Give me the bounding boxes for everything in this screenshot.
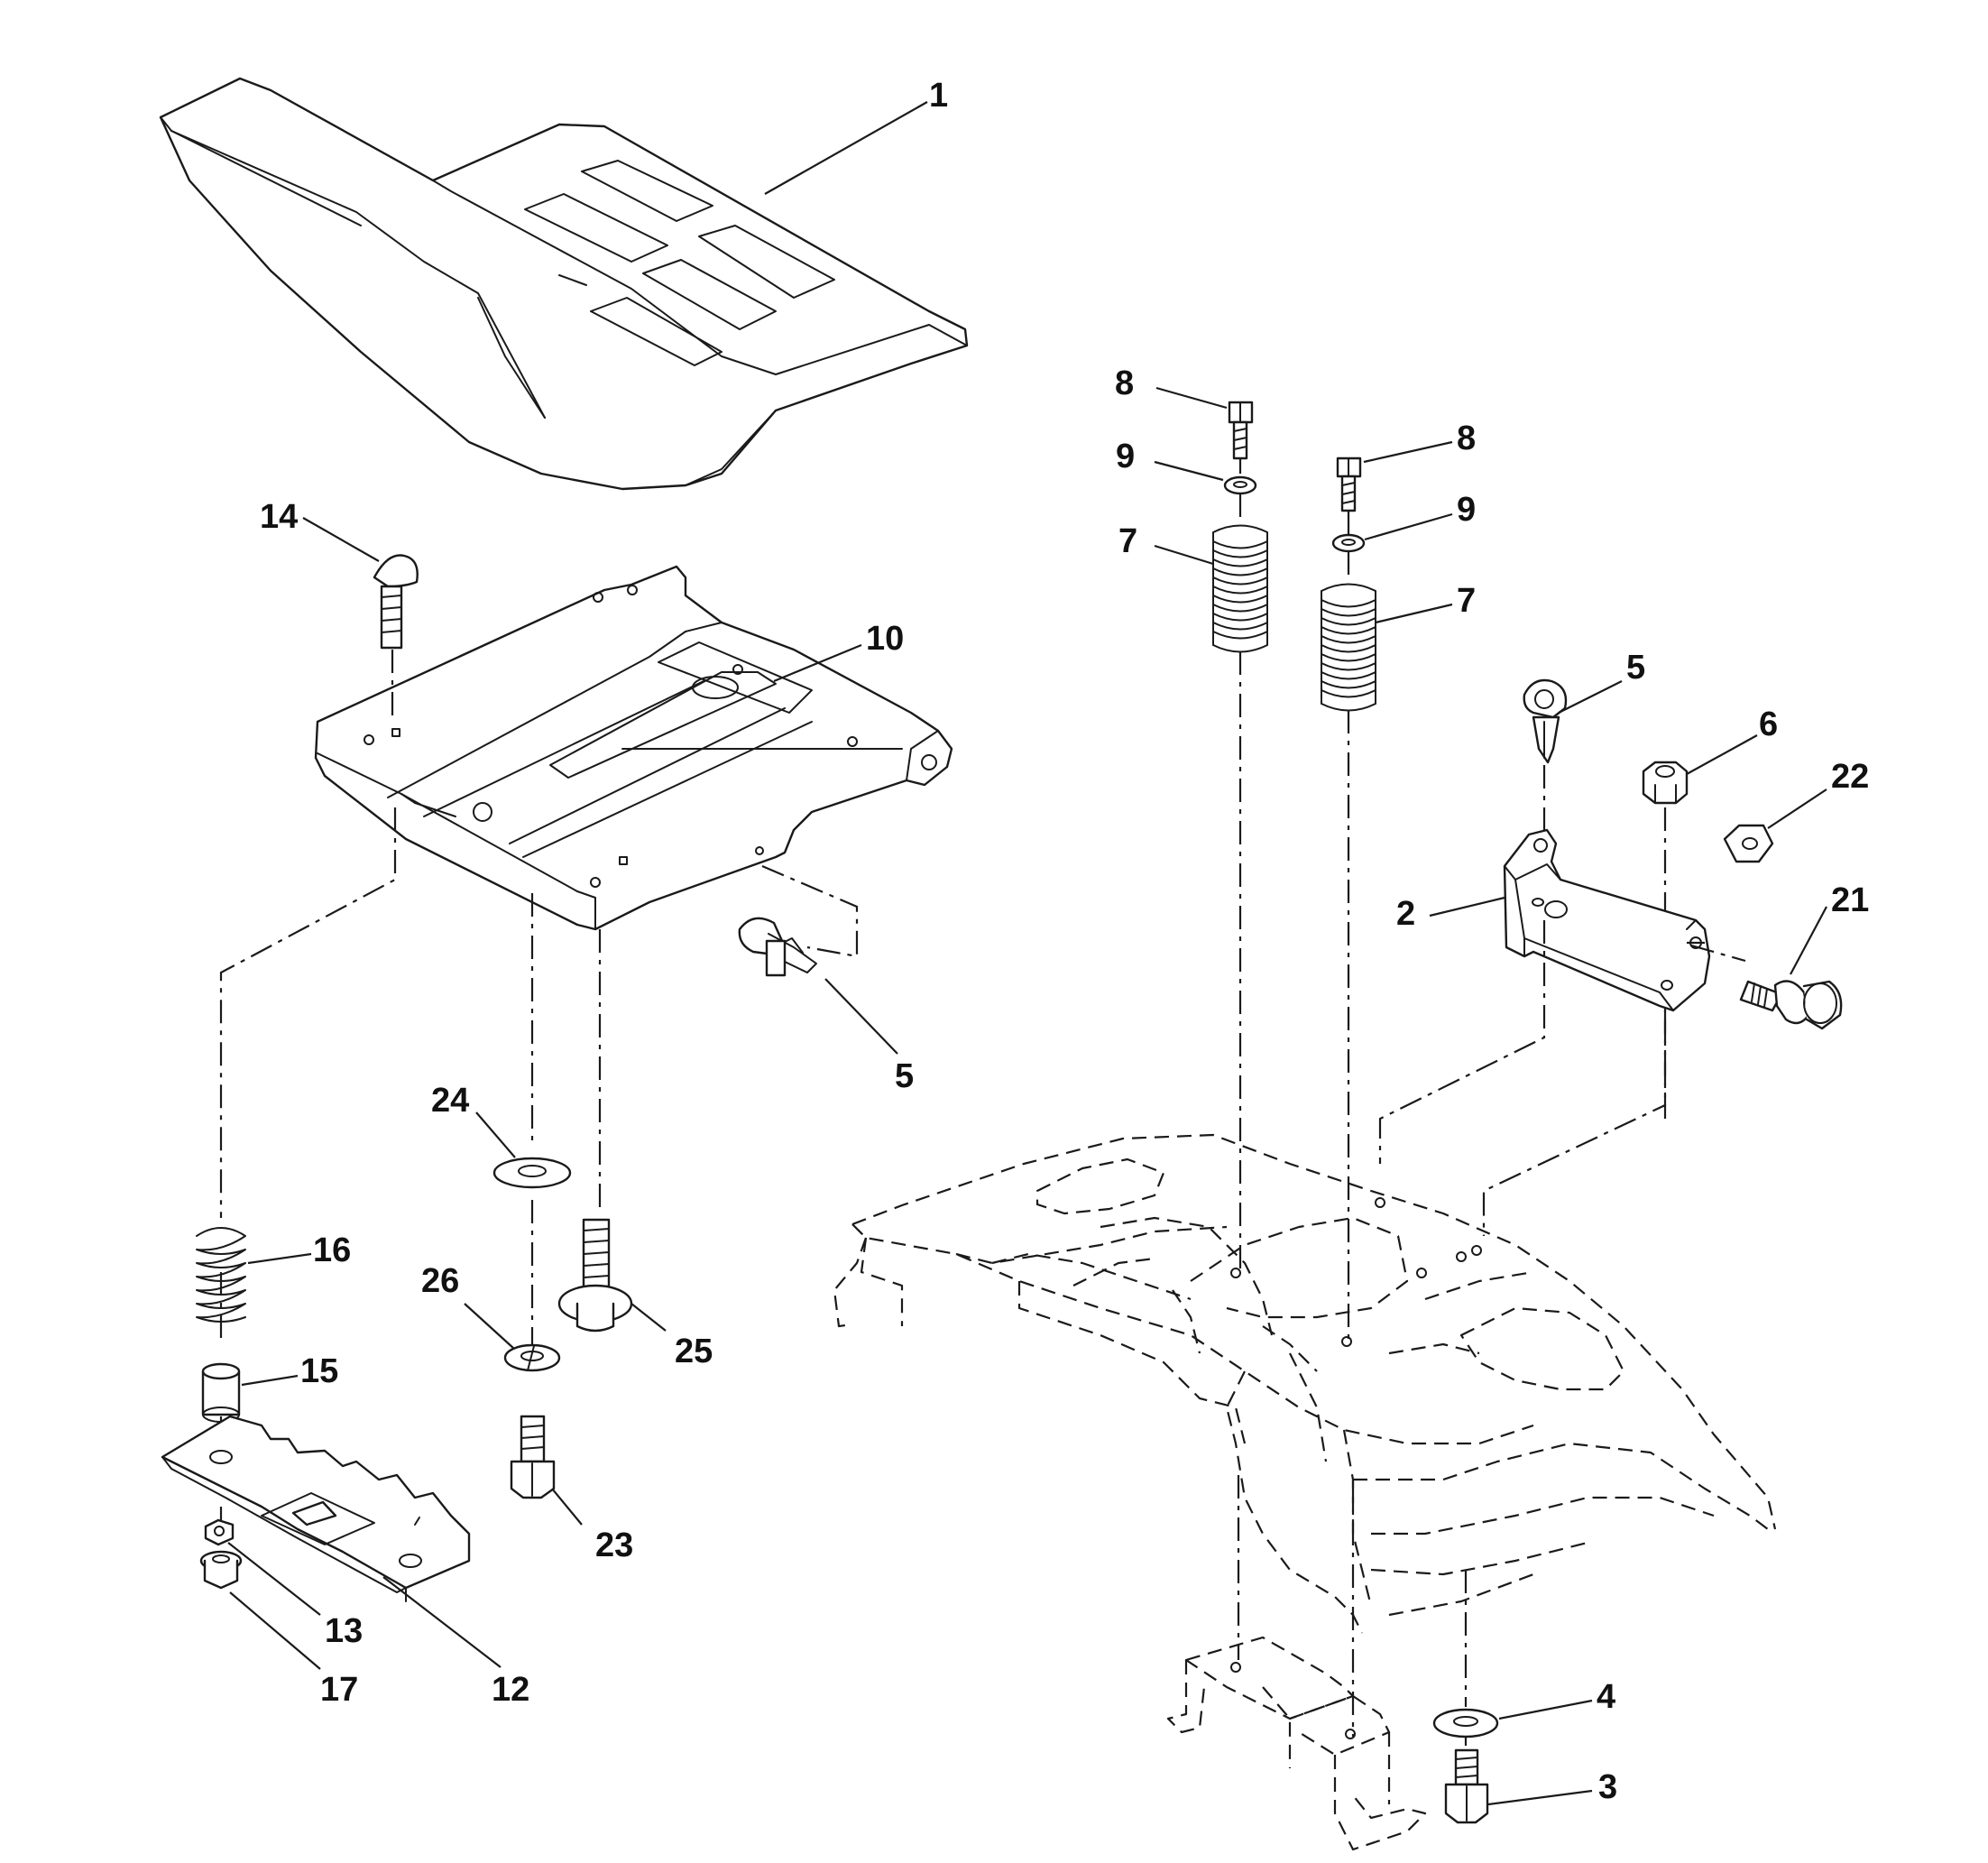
knob-right <box>1523 678 1568 764</box>
seat <box>159 77 969 491</box>
spring-7b <box>1321 583 1376 712</box>
bracket-2 <box>1503 828 1711 1012</box>
bracket-12 <box>161 1415 471 1602</box>
nut-22 <box>1723 824 1774 863</box>
washer-24 <box>492 1157 572 1189</box>
bolt-3 <box>1444 1748 1489 1824</box>
callout-12: 12 <box>492 1671 529 1709</box>
callout-7b: 7 <box>1457 582 1476 620</box>
callout-6: 6 <box>1759 706 1778 743</box>
callout-10: 10 <box>866 620 904 658</box>
callout-16: 16 <box>313 1231 351 1269</box>
bolt-23 <box>510 1415 556 1499</box>
callout-22: 22 <box>1831 758 1869 796</box>
callout-8b: 8 <box>1457 420 1476 457</box>
nut-13 <box>204 1518 235 1546</box>
callout-2: 2 <box>1396 895 1415 933</box>
callout-3: 3 <box>1598 1768 1617 1806</box>
bolt-8b <box>1336 457 1362 512</box>
callout-23: 23 <box>595 1526 633 1564</box>
shoulder-bolt-21 <box>1739 980 1843 1030</box>
spacer-15 <box>201 1362 241 1423</box>
lock-washer-26 <box>503 1343 561 1372</box>
flange-nut-17 <box>199 1550 243 1590</box>
bolt-25 <box>557 1218 633 1333</box>
callout-4: 4 <box>1597 1678 1615 1716</box>
washer-9a <box>1223 475 1257 495</box>
spring-7a <box>1212 524 1268 653</box>
callout-26: 26 <box>421 1262 459 1300</box>
callout-1: 1 <box>929 77 948 115</box>
callout-8a: 8 <box>1115 364 1134 402</box>
callout-5-right: 5 <box>1626 649 1645 687</box>
callout-9a: 9 <box>1116 438 1135 475</box>
carriage-bolt-14 <box>373 554 419 650</box>
callout-21: 21 <box>1831 881 1869 919</box>
callout-5-left: 5 <box>895 1057 914 1095</box>
callout-14: 14 <box>260 498 298 536</box>
seat-pan <box>314 565 953 931</box>
callout-9b: 9 <box>1457 491 1476 529</box>
callout-17: 17 <box>320 1671 358 1709</box>
spring-16 <box>196 1227 246 1323</box>
callout-13: 13 <box>325 1612 363 1650</box>
callout-15: 15 <box>300 1352 338 1390</box>
knob-left <box>738 917 817 977</box>
callout-24: 24 <box>431 1082 469 1120</box>
washer-4 <box>1432 1708 1499 1738</box>
callout-7a: 7 <box>1118 522 1137 560</box>
locknut-6 <box>1642 761 1689 805</box>
fender-chassis-outline <box>833 1133 1777 1851</box>
callout-25: 25 <box>675 1333 713 1370</box>
bolt-8a <box>1228 401 1254 460</box>
washer-9b <box>1331 533 1366 553</box>
